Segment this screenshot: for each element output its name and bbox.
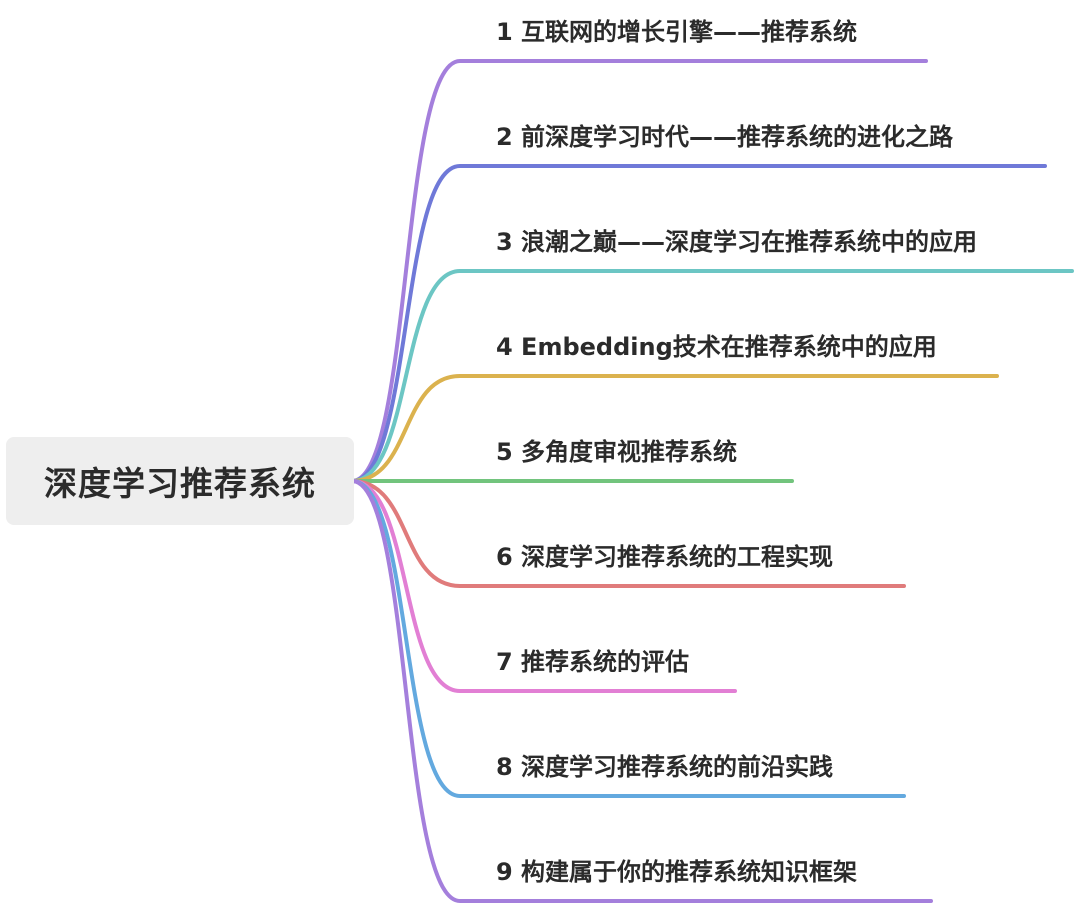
branch-node-3[interactable]: 3 浪潮之巅——深度学习在推荐系统中的应用	[496, 228, 978, 256]
branch-node-9[interactable]: 9 构建属于你的推荐系统知识框架	[496, 858, 858, 886]
branch-connector	[350, 59, 928, 483]
branch-connector	[350, 269, 1074, 483]
branch-connector	[350, 374, 999, 483]
branch-connector	[350, 479, 906, 588]
branch-node-5[interactable]: 5 多角度审视推荐系统	[496, 438, 738, 466]
branch-node-2[interactable]: 2 前深度学习时代——推荐系统的进化之路	[496, 123, 954, 151]
branch-connector	[350, 479, 906, 798]
branch-connector	[350, 164, 1047, 483]
branch-node-1[interactable]: 1 互联网的增长引擎——推荐系统	[496, 18, 858, 46]
root-label: 深度学习推荐系统	[44, 464, 316, 503]
branch-connector	[350, 479, 737, 693]
root-node[interactable]: 深度学习推荐系统	[6, 437, 354, 525]
branch-node-6[interactable]: 6 深度学习推荐系统的工程实现	[496, 543, 834, 571]
branch-node-7[interactable]: 7 推荐系统的评估	[496, 648, 690, 676]
branch-node-4[interactable]: 4 Embedding技术在推荐系统中的应用	[496, 333, 937, 361]
branch-connector	[350, 479, 933, 903]
branch-node-8[interactable]: 8 深度学习推荐系统的前沿实践	[496, 753, 834, 781]
